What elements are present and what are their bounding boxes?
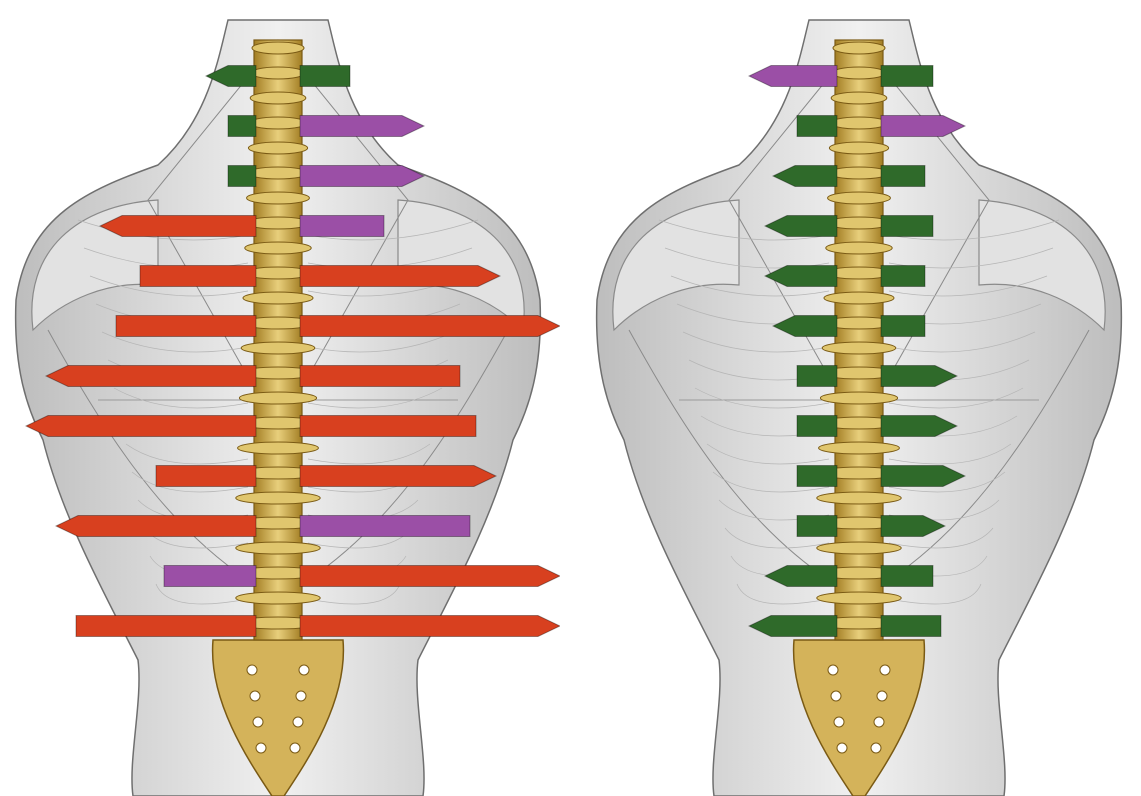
right-vertebra (826, 242, 892, 254)
back-figure-right-svg (581, 0, 1141, 796)
right-vertebra (824, 292, 894, 304)
left-sacral-foramen (253, 717, 263, 727)
left-sacral-foramen (296, 691, 306, 701)
right-vertebra (831, 92, 887, 104)
right-arrow-right-green (881, 316, 925, 337)
left-vertebra (238, 442, 319, 454)
left-sacral-foramen (247, 665, 257, 675)
left-arrow-left-red (156, 466, 256, 487)
left-vertebra (252, 42, 304, 54)
left-body (16, 20, 541, 796)
left-sacral-foramen (290, 743, 300, 753)
left-arrow-right-purple (300, 516, 470, 537)
left-vertebra (241, 342, 315, 354)
left-arrow-right-red (300, 466, 496, 487)
left-vertebra (248, 167, 309, 179)
left-vertebra (236, 542, 320, 554)
right-arrow-right-green (881, 616, 941, 637)
right-sacral-foramen (837, 743, 847, 753)
left-vertebra (236, 592, 320, 604)
back-figure-left-svg (0, 0, 560, 796)
right-arrow-left-green (797, 516, 837, 537)
left-arrow-left-red (26, 416, 256, 437)
left-vertebra (250, 92, 306, 104)
left-arrow-left-red (116, 316, 256, 337)
right-arrow-right-green (881, 216, 933, 237)
left-arrow-right-purple (300, 216, 384, 237)
back-figure-left (0, 0, 560, 796)
right-vertebra (828, 192, 891, 204)
left-arrow-right-red (300, 416, 476, 437)
right-vertebra (833, 42, 885, 54)
right-vertebra (822, 342, 896, 354)
right-arrow-left-green (797, 466, 837, 487)
right-vertebra (820, 392, 897, 404)
right-vertebra (830, 117, 887, 129)
left-sacral-foramen (250, 691, 260, 701)
left-vertebra (248, 142, 307, 154)
right-arrow-right-purple (881, 116, 965, 137)
right-sacral-foramen (834, 717, 844, 727)
left-vertebra (249, 117, 306, 129)
left-vertebra (236, 492, 320, 504)
right-body (597, 20, 1122, 796)
right-arrow-left-green (797, 416, 837, 437)
right-arrow-right-green (881, 166, 925, 187)
right-arrow-right-green (881, 266, 925, 287)
left-arrow-left-green (228, 116, 256, 137)
right-vertebra (817, 542, 901, 554)
left-sacral-foramen (293, 717, 303, 727)
left-arrow-left-red (76, 616, 256, 637)
right-arrow-left-green (797, 366, 837, 387)
left-arrow-right-purple (300, 116, 424, 137)
left-arrow-right-red (300, 316, 560, 337)
right-vertebra (817, 592, 901, 604)
right-arrow-right-green (881, 66, 933, 87)
left-vertebra (251, 67, 305, 79)
right-vertebra (829, 167, 890, 179)
left-arrow-right-red (300, 566, 560, 587)
right-arrow-left-green (797, 116, 837, 137)
left-arrow-right-red (300, 616, 560, 637)
left-arrow-left-red (46, 366, 256, 387)
left-vertebra (247, 192, 310, 204)
right-vertebra (817, 492, 901, 504)
left-vertebra (239, 392, 316, 404)
left-sacral-foramen (299, 665, 309, 675)
right-sacral-foramen (831, 691, 841, 701)
right-arrow-left-purple (749, 66, 837, 87)
left-vertebra (243, 292, 313, 304)
right-sacral-foramen (874, 717, 884, 727)
left-vertebra (245, 242, 311, 254)
left-sacral-foramen (256, 743, 266, 753)
left-arrow-right-purple (300, 166, 424, 187)
right-sacral-foramen (877, 691, 887, 701)
right-sacral-foramen (871, 743, 881, 753)
left-arrow-left-green (228, 166, 256, 187)
left-arrow-left-purple (164, 566, 256, 587)
left-arrow-left-red (56, 516, 256, 537)
left-arrow-right-red (300, 366, 460, 387)
right-vertebra (832, 67, 886, 79)
right-sacral-foramen (880, 665, 890, 675)
left-arrow-left-red (100, 216, 256, 237)
right-vertebra (829, 142, 888, 154)
left-arrow-right-green (300, 66, 350, 87)
right-vertebra (819, 442, 900, 454)
left-arrow-right-red (300, 266, 500, 287)
back-figure-right (581, 0, 1141, 796)
left-arrow-left-red (140, 266, 256, 287)
right-sacral-foramen (828, 665, 838, 675)
right-arrow-right-green (881, 566, 933, 587)
